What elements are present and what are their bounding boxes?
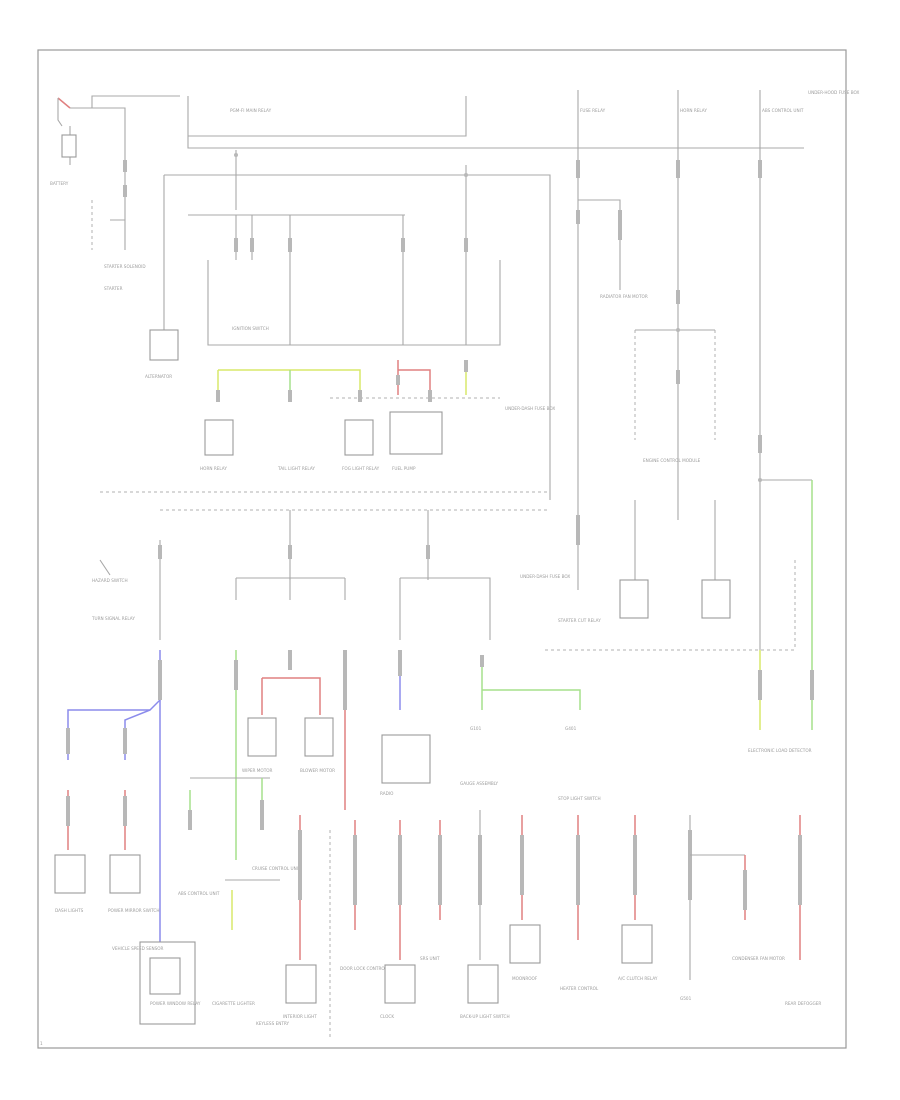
backup-label: BACK-UP LIGHT SWITCH <box>460 1014 510 1019</box>
cig-label: CIGARETTE LIGHTER <box>212 1001 255 1006</box>
ground2-label: G401 <box>565 726 577 731</box>
center-cluster: WIPER MOTOR BLOWER MOTOR RADIO G101 G401 <box>234 560 796 860</box>
underdash-label-2: UNDER-DASH FUSE BOX <box>520 574 570 579</box>
comp-power-window <box>139 941 196 1025</box>
alternator-label: ALTERNATOR <box>145 374 172 379</box>
hazard-switch-label: HAZARD SWITCH <box>92 578 128 583</box>
underhood-fuse-box-label: UNDER-HOOD FUSE BOX <box>808 90 860 95</box>
interior-label: INTERIOR LIGHT <box>283 1014 317 1019</box>
underdash-label: UNDER-DASH FUSE BOX <box>505 406 555 411</box>
power-window-label: POWER WINDOW RELAY <box>150 1001 201 1006</box>
lower-row: ABS CONTROL UNIT CRUISE CONTROL UNIT CIG… <box>178 777 821 1040</box>
left-branches: DASH LIGHTS POWER MIRROR SWITCH POWER WI… <box>54 650 201 1025</box>
comp-mirror <box>109 854 141 894</box>
page-number: 1 <box>40 1041 43 1046</box>
ignition-switch-block: IGNITION SWITCH ALTERNATOR <box>145 200 501 379</box>
comp-dash <box>54 854 86 894</box>
fuse-top-3: HORN RELAY <box>680 108 707 113</box>
turn-signal-label: TURN SIGNAL RELAY <box>91 616 135 621</box>
ground-label: G101 <box>470 726 482 731</box>
keyless-label: KEYLESS ENTRY <box>256 1021 290 1026</box>
dash-label: DASH LIGHTS <box>55 908 84 913</box>
srs-label: SRS UNIT <box>420 956 440 961</box>
comp-tail <box>344 419 374 456</box>
tail-relay-label: TAIL LIGHT RELAY <box>277 466 315 471</box>
horn-relay-label: HORN RELAY <box>200 466 227 471</box>
comp-main-relay <box>701 579 731 619</box>
ground3-label: G501 <box>680 996 692 1001</box>
starter-cut-label: STARTER CUT RELAY <box>558 618 601 623</box>
battery-label: BATTERY <box>50 181 69 186</box>
right-columns: RADIATOR FAN MOTOR ENGINE CONTROL MODULE… <box>576 90 814 753</box>
comp-ecu-mid <box>381 734 431 784</box>
door-lock-label: DOOR LOCK CONTROL UNIT <box>340 966 399 971</box>
fuse-top-2: FUSE RELAY <box>580 108 606 113</box>
comp-starter-cut <box>619 579 649 619</box>
comp-blower <box>304 717 334 757</box>
rear-defog-label: REAR DEFOGGER <box>785 1001 821 1006</box>
row2-components: HORN RELAY TAIL LIGHT RELAY FOG LIGHT RE… <box>200 360 555 471</box>
middle-bus: HAZARD SWITCH TURN SIGNAL RELAY STARTER … <box>91 491 601 640</box>
clock-label: CLOCK <box>380 1014 394 1019</box>
moonroof-label: MOONROOF <box>512 976 538 981</box>
wiper-label: WIPER MOTOR <box>242 768 273 773</box>
fan-relay-label: RADIATOR FAN MOTOR <box>600 294 648 299</box>
gauge-right-label: ELECTRONIC LOAD DETECTOR <box>748 748 812 753</box>
radio-label: RADIO <box>380 791 394 796</box>
heater-fan-label: CONDENSER FAN MOTOR <box>732 956 785 961</box>
ac-label: A/C CLUTCH RELAY <box>618 976 658 981</box>
comp-fog <box>389 411 443 455</box>
main-bus: PGM-FI MAIN RELAY FUSE RELAY HORN RELAY … <box>163 90 860 500</box>
gauge-label: GAUGE ASSEMBLY <box>460 781 498 786</box>
stop-light-label: STOP LIGHT SWITCH <box>558 796 601 801</box>
heater-label: HEATER CONTROL <box>560 986 599 991</box>
ecm-label: ENGINE CONTROL MODULE <box>643 458 701 463</box>
cruise-label: CRUISE CONTROL UNIT <box>252 866 301 871</box>
comp-ac <box>621 924 653 964</box>
starter-solenoid-label: STARTER SOLENOID <box>104 264 146 269</box>
ignition-switch-label: IGNITION SWITCH <box>232 326 269 331</box>
battery-section: BATTERY STARTER SOLENOID STARTER <box>50 95 180 291</box>
blower-label: BLOWER MOTOR <box>300 768 335 773</box>
comp-moonroof <box>509 924 541 964</box>
mirror-label: POWER MIRROR SWITCH <box>108 908 159 913</box>
comp-clock <box>384 964 416 1004</box>
battery-symbol <box>61 134 77 158</box>
comp-gauge <box>467 964 499 1004</box>
comp-horn <box>204 419 234 456</box>
speed-sensor-label: VEHICLE SPEED SENSOR <box>112 946 164 951</box>
comp-interior <box>285 964 317 1004</box>
diagram-frame <box>37 49 847 1049</box>
starter-label: STARTER <box>104 286 123 291</box>
alternator <box>149 329 179 361</box>
fuel-pump-label: FUEL PUMP <box>392 466 416 471</box>
comp-wiper <box>247 717 277 757</box>
abs-label: ABS CONTROL UNIT <box>178 891 220 896</box>
fog-relay-label: FOG LIGHT RELAY <box>342 466 380 471</box>
fuse-top-1: PGM-FI MAIN RELAY <box>230 108 272 113</box>
fuse-top-4: ABS CONTROL UNIT <box>762 108 804 113</box>
